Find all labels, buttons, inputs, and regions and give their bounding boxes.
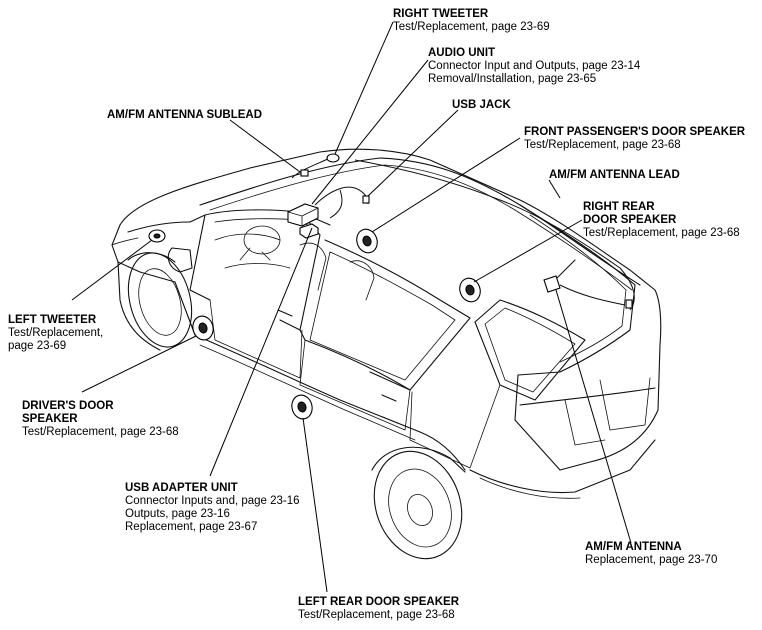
callout-title: USB JACK bbox=[452, 99, 511, 111]
am-fm-antenna-icon bbox=[543, 259, 576, 293]
callout-line: Test/Replacement, page 23-68 bbox=[524, 139, 681, 151]
rear-wheel bbox=[371, 446, 466, 560]
callout-title-line-2: SPEAKER bbox=[22, 413, 78, 425]
drivers-door-speaker-icon bbox=[192, 315, 214, 341]
callout-line: Test/Replacement, bbox=[8, 327, 104, 339]
callout-line: Test/Replacement, page 23-68 bbox=[22, 426, 179, 438]
usb-jack-icon bbox=[362, 195, 370, 204]
callout-usb-adapter-unit: USB ADAPTER UNIT Connector Inputs and, p… bbox=[125, 482, 300, 534]
callout-am-fm-antenna: AM/FM ANTENNA Replacement, page 23-70 bbox=[585, 541, 717, 567]
callout-drivers-door-speaker: DRIVER'S DOOR SPEAKER Test/Replacement, … bbox=[22, 400, 179, 439]
callout-title: LEFT TWEETER bbox=[8, 314, 97, 326]
leader-front-passenger-door-speaker bbox=[371, 137, 521, 233]
callout-line: Connector Input and Outputs, page 23-14 bbox=[428, 60, 641, 72]
audio-unit-icon bbox=[287, 203, 319, 227]
leader-usb-adapter-unit bbox=[209, 227, 313, 477]
leader-audio-unit bbox=[311, 59, 429, 205]
am-fm-antenna-lead-end-icon bbox=[625, 299, 633, 309]
callout-right-rear-door-speaker: RIGHT REAR DOOR SPEAKER Test/Replacement… bbox=[583, 201, 740, 240]
callout-line: Removal/Installation, page 23-65 bbox=[428, 73, 597, 85]
callout-usb-jack: USB JACK bbox=[452, 99, 511, 112]
leader-left-rear-door-speaker bbox=[302, 417, 328, 593]
front-wheel bbox=[127, 252, 193, 348]
callout-title: AM/FM ANTENNA bbox=[585, 541, 682, 553]
callout-title: AM/FM ANTENNA LEAD bbox=[549, 169, 680, 181]
callout-title: RIGHT REAR bbox=[583, 201, 655, 213]
callout-title-line-2: DOOR SPEAKER bbox=[583, 214, 677, 226]
callout-title: USB ADAPTER UNIT bbox=[125, 482, 238, 494]
usb-adapter-unit-icon bbox=[299, 223, 319, 239]
callout-right-tweeter: RIGHT TWEETER Test/Replacement, page 23-… bbox=[393, 8, 550, 34]
front-passenger-door-speaker-icon bbox=[356, 228, 378, 254]
callout-line: Test/Replacement, page 23-68 bbox=[583, 227, 740, 239]
callout-title: FRONT PASSENGER'S DOOR SPEAKER bbox=[524, 126, 746, 138]
callout-title: AM/FM ANTENNA SUBLEAD bbox=[107, 109, 263, 121]
leader-right-rear-door-speaker bbox=[473, 219, 583, 283]
am-fm-antenna-sublead-connector-icon bbox=[300, 169, 309, 177]
right-tweeter-icon bbox=[326, 153, 340, 163]
callout-title: LEFT REAR DOOR SPEAKER bbox=[298, 596, 460, 608]
leader-lines bbox=[71, 21, 632, 593]
callout-front-passenger-door-speaker: FRONT PASSENGER'S DOOR SPEAKER Test/Repl… bbox=[524, 126, 745, 152]
leader-left-tweeter bbox=[71, 239, 153, 301]
callout-line: page 23-69 bbox=[8, 340, 67, 352]
callout-left-rear-door-speaker: LEFT REAR DOOR SPEAKER Test/Replacement,… bbox=[298, 596, 459, 622]
callout-left-tweeter: LEFT TWEETER Test/Replacement, page 23-6… bbox=[8, 314, 103, 353]
leader-usb-jack bbox=[367, 109, 459, 197]
callout-audio-unit: AUDIO UNIT Connector Input and Outputs, … bbox=[428, 47, 640, 86]
leader-am-fm-antenna-sublead bbox=[229, 119, 301, 173]
callout-line: Connector Inputs and, page 23-16 bbox=[125, 495, 300, 507]
callout-title: RIGHT TWEETER bbox=[393, 8, 489, 20]
callout-title: AUDIO UNIT bbox=[428, 47, 496, 59]
callout-line: Outputs, page 23-16 bbox=[125, 508, 230, 520]
car-body-outline bbox=[111, 148, 662, 499]
leader-am-fm-antenna-lead bbox=[548, 179, 561, 199]
callout-line: Test/Replacement, page 23-68 bbox=[298, 609, 455, 621]
callout-am-fm-antenna-lead: AM/FM ANTENNA LEAD bbox=[549, 169, 680, 182]
left-tweeter-icon bbox=[148, 229, 166, 243]
callout-am-fm-antenna-sublead: AM/FM ANTENNA SUBLEAD bbox=[107, 109, 262, 122]
callout-line: Test/Replacement, page 23-69 bbox=[393, 21, 550, 33]
callout-line: Replacement, page 23-70 bbox=[585, 554, 718, 566]
callout-line: Replacement, page 23-67 bbox=[125, 521, 258, 533]
right-rear-door-speaker-icon bbox=[459, 277, 481, 303]
leader-drivers-door-speaker bbox=[81, 335, 197, 393]
leader-right-tweeter bbox=[334, 21, 394, 155]
callout-title: DRIVER'S DOOR bbox=[22, 400, 114, 412]
leader-am-fm-antenna bbox=[555, 289, 632, 544]
left-rear-door-speaker-icon bbox=[291, 394, 313, 420]
